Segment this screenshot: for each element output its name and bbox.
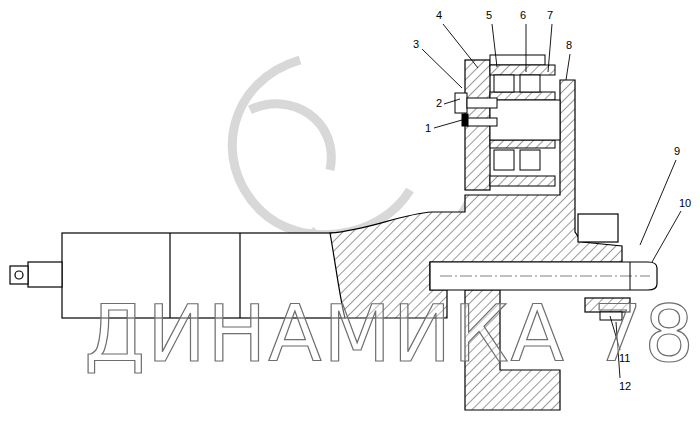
callout-number: 2: [436, 98, 442, 109]
callout-number: 4: [436, 10, 442, 21]
callout-number: 7: [547, 10, 553, 21]
callout-number: 6: [520, 10, 526, 21]
callout-number: 8: [566, 40, 572, 51]
callout-number: 10: [679, 198, 691, 209]
callout-number: 1: [425, 123, 431, 134]
callout-number: 5: [486, 10, 492, 21]
callout-number: 12: [619, 381, 631, 392]
callout-number: 3: [413, 39, 419, 50]
watermark: ДИНАМИКА 78: [84, 295, 696, 373]
callout-number: 9: [674, 146, 680, 157]
